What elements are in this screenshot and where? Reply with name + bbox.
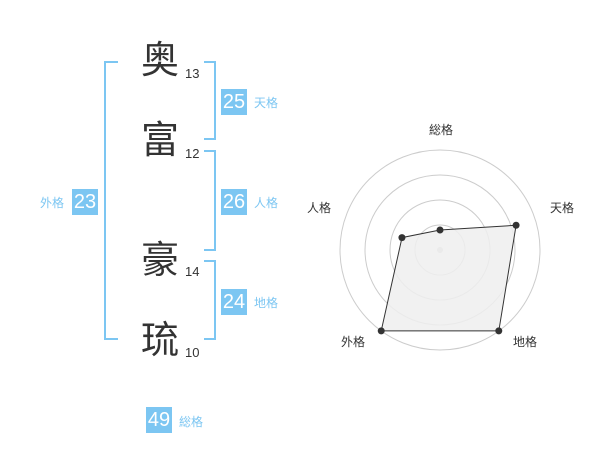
name-char-4-strokes: 10 [185,345,200,360]
name-char-1-strokes: 13 [185,66,200,81]
name-char-3: 豪 [141,238,180,282]
name-char-4: 琉 [141,318,180,362]
soukaku-label: 総格 [179,415,204,429]
radar-axis-label-jinkaku: 人格 [307,200,331,215]
radar-point-0 [436,226,444,234]
name-char-2-strokes: 12 [185,146,200,161]
gaikaku-value-badge: 23 [72,189,98,215]
gaikaku-bracket [104,61,118,340]
radar-point-4 [398,234,406,242]
name-char-1: 奥 [141,38,180,82]
chikaku-bracket [204,260,216,340]
jinkaku-label: 人格 [254,196,279,210]
tenkaku-bracket [204,61,216,140]
chikaku-value-badge: 24 [221,289,247,315]
gaikaku-label: 外格 [40,196,65,210]
chikaku-label: 地格 [254,296,279,310]
radar-point-3 [377,327,385,335]
radar-ring [339,149,541,351]
soukaku-value-badge: 49 [146,407,172,433]
name-char-3-strokes: 14 [185,264,200,279]
radar-point-1 [512,221,520,229]
radar-points [377,221,520,335]
radar-axis-label-gaikaku: 外格 [341,334,365,349]
tenkaku-value-badge: 25 [221,89,247,115]
radar-data-shape [380,224,517,332]
radar-axis-label-chikaku: 地格 [513,334,537,349]
jinkaku-bracket [204,150,216,251]
jinkaku-value-badge: 26 [221,189,247,215]
radar-point-2 [495,327,503,335]
tenkaku-label: 天格 [254,96,279,110]
radar-axis-label-soukaku: 総格 [429,122,453,137]
name-char-2: 富 [141,118,180,162]
radar-axis-label-tenkaku: 天格 [550,200,574,215]
